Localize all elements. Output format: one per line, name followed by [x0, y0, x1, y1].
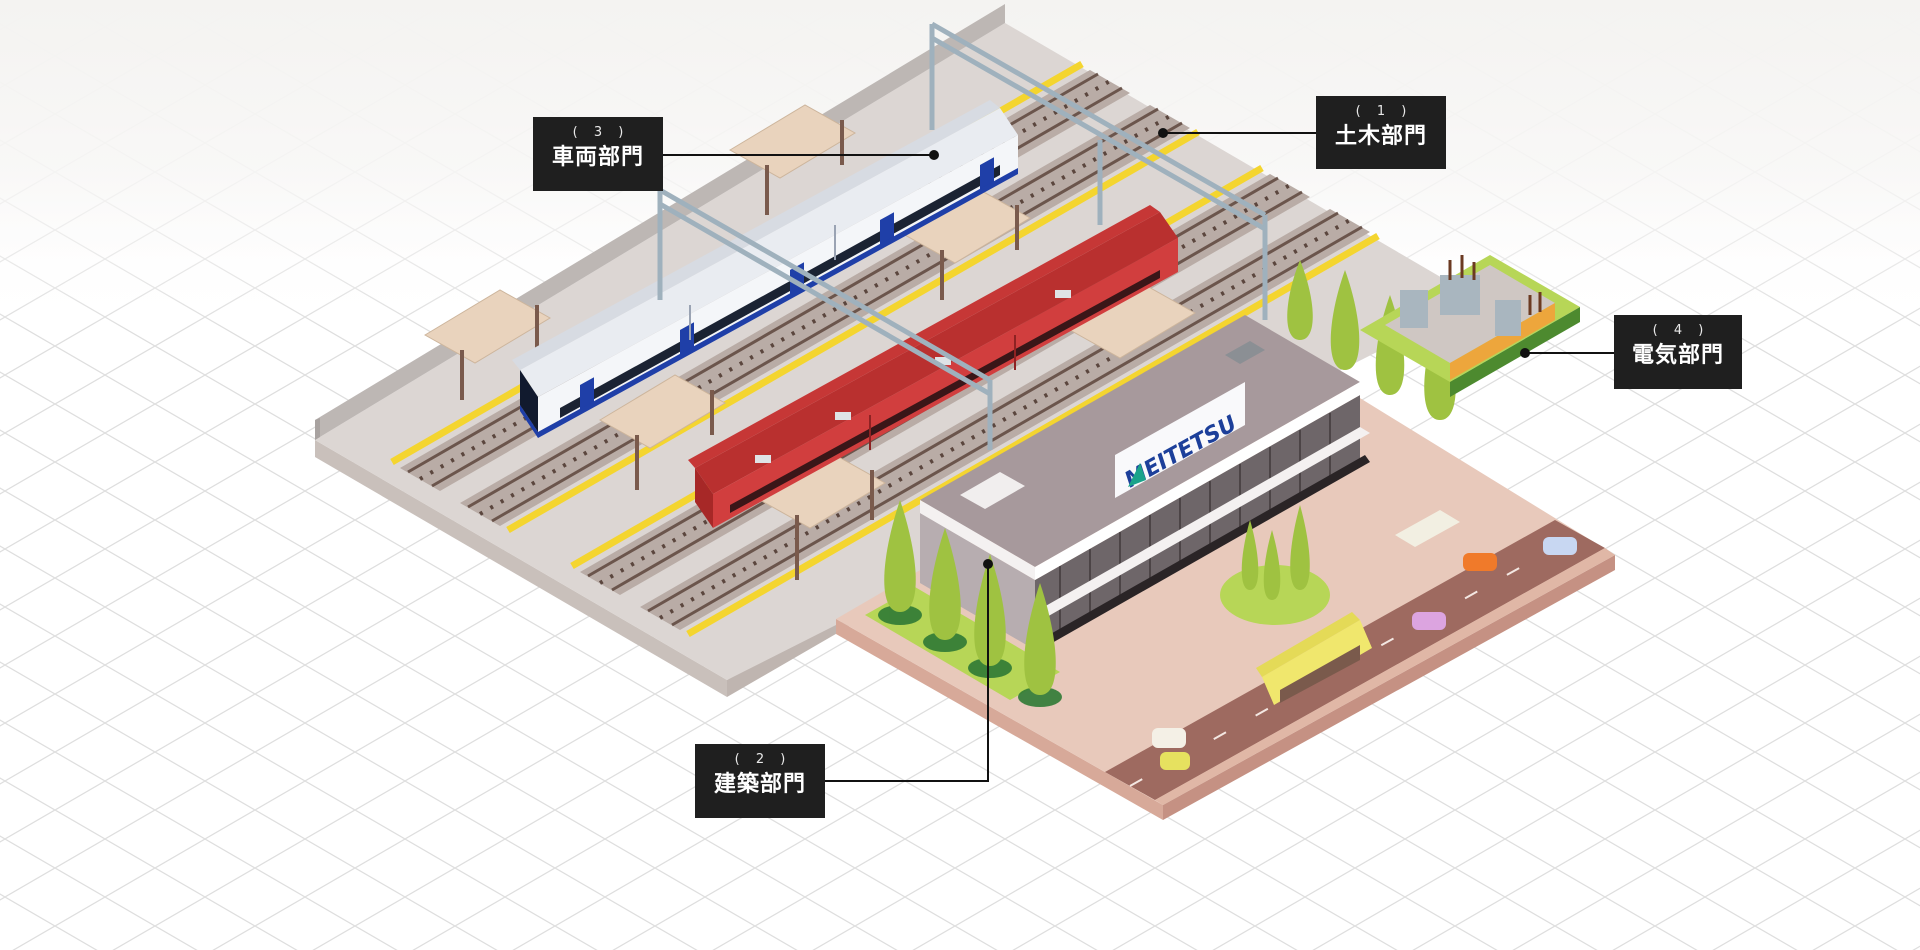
department-name: 電気部門: [1631, 343, 1724, 368]
department-label-electrical[interactable]: ( 4 ) 電気部門: [1614, 315, 1742, 389]
department-number: ( 2 ): [734, 752, 792, 767]
department-number: ( 4 ): [1652, 323, 1710, 338]
department-label-civil[interactable]: ( 1 ) 土木部門: [1316, 96, 1446, 169]
platform-canopies: [424, 104, 1196, 529]
catenary-gantries: [657, 21, 1268, 450]
red-train: [688, 205, 1178, 528]
department-label-rolling-stock[interactable]: ( 3 ) 車両部門: [533, 117, 663, 191]
electrical-leader-line: [1525, 352, 1614, 354]
rolling-stock-leader-line: [663, 154, 933, 156]
department-number: ( 3 ): [572, 125, 630, 140]
department-name: 建築部門: [713, 772, 806, 797]
rolling-stock-callout-point: [929, 150, 939, 160]
department-number: ( 1 ): [1355, 104, 1413, 119]
trees: [878, 260, 1456, 707]
vehicles: [1152, 510, 1577, 770]
department-name: 車両部門: [551, 145, 644, 170]
department-label-architecture[interactable]: ( 2 ) 建築部門: [695, 744, 825, 818]
department-name: 土木部門: [1334, 124, 1427, 149]
canopy-posts: [460, 120, 1019, 580]
architecture-leader-line-vertical: [987, 564, 989, 782]
architecture-leader-line-horizontal: [825, 780, 989, 782]
civil-leader-line: [1163, 132, 1316, 134]
electric-substation: [1360, 255, 1580, 397]
